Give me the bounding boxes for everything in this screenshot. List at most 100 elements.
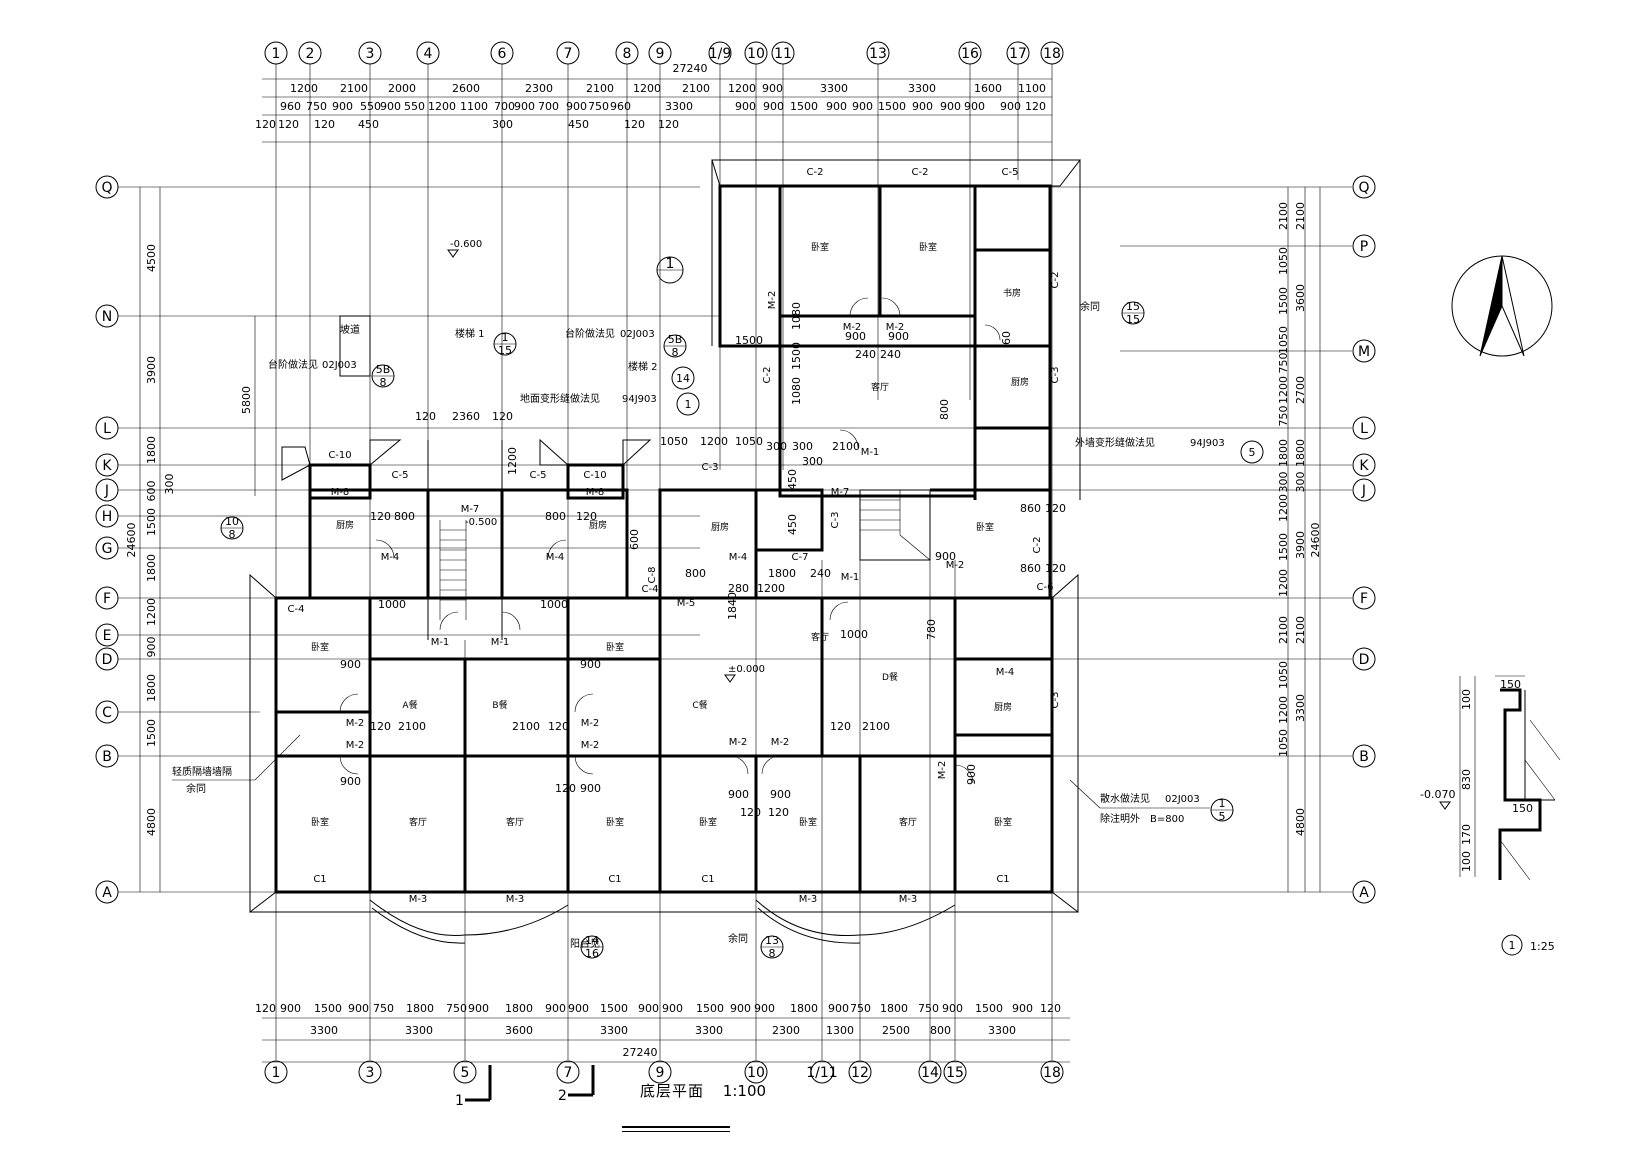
dim: 1200 <box>700 435 728 448</box>
top-dim: 1200 <box>728 82 756 95</box>
axis-label: D <box>102 652 113 668</box>
top-dim: 1100 <box>1018 82 1046 95</box>
bottom-dim: 900 <box>942 1002 963 1015</box>
top-dim: 550 <box>404 100 425 113</box>
dim: 2360 <box>452 410 480 423</box>
door-tag: M-2 <box>581 740 600 751</box>
axis-label: 13 <box>869 46 887 62</box>
dim: 1500 <box>735 334 763 347</box>
top-dim: 3300 <box>665 100 693 113</box>
right-dim: 1050 <box>1277 247 1290 275</box>
window-tag: C-2 <box>912 167 929 178</box>
top-dim: 700 <box>538 100 559 113</box>
room-bedroom: 卧室 <box>311 641 329 653</box>
detail-dim: 830 <box>1460 769 1473 790</box>
stair-1 <box>439 520 467 620</box>
dim: 120 <box>492 410 513 423</box>
top-dim: 900 <box>826 100 847 113</box>
top-dim: 2000 <box>388 82 416 95</box>
ref-num: 1 <box>685 398 692 411</box>
dim: 1000 <box>540 598 568 611</box>
room-bedroom: 卧室 <box>811 241 829 253</box>
window-tag: C-2 <box>762 367 773 384</box>
detail-dim: 100 <box>1460 851 1473 872</box>
dim: 1080 <box>790 302 803 330</box>
top-dim: 1500 <box>878 100 906 113</box>
dim: 60 <box>1000 331 1013 345</box>
door-tag: M-2 <box>581 718 600 729</box>
window-tag: C-3 <box>1050 367 1061 384</box>
top-dim: 3300 <box>820 82 848 95</box>
note-rest: 余同 <box>186 782 206 795</box>
dim: 2100 <box>398 720 426 733</box>
dim: 2100 <box>832 440 860 453</box>
right-dim: 3600 <box>1294 284 1307 312</box>
window-tag: C-2 <box>1050 272 1061 289</box>
room-bedroom: 卧室 <box>311 816 329 828</box>
note-steps-code: 02J003 <box>620 329 655 340</box>
note-rest: 余同 <box>728 932 748 945</box>
axis-label: A <box>1359 885 1369 901</box>
axis-label: A <box>102 885 112 901</box>
door-tag: M-7 <box>831 487 850 498</box>
window-tag: C-4 <box>642 584 659 595</box>
door-tag: M-2 <box>946 560 965 571</box>
bottom-dim: 750 <box>446 1002 467 1015</box>
note-steps-code: 02J003 <box>322 360 357 371</box>
ref-num: 14 <box>676 372 690 385</box>
annotations: 坡道 台阶做法见 02J003 楼梯 1 台阶做法见 02J003 楼梯 2 地… <box>172 300 1225 950</box>
detail-scale: 1:25 <box>1530 940 1555 953</box>
top-dim: 900 <box>380 100 401 113</box>
dim: 1200 <box>506 447 519 475</box>
door-tag: M-3 <box>506 894 525 905</box>
bottom-dim: 1800 <box>505 1002 533 1015</box>
left-dim: 1500 <box>145 719 158 747</box>
door-tag: M-3 <box>799 894 818 905</box>
left-dim: 600 <box>145 481 158 502</box>
right-dim: 2700 <box>1294 376 1307 404</box>
dim: 2100 <box>862 720 890 733</box>
door-tag: M-4 <box>729 552 748 563</box>
drawing-title-scale: 1:100 <box>722 1082 767 1100</box>
axis-label: M <box>1358 344 1370 360</box>
note-joint-code: 94J903 <box>622 394 657 405</box>
dim: 900 <box>965 764 978 785</box>
dim: 1000 <box>840 628 868 641</box>
top-dim: 750 <box>588 100 609 113</box>
top-dim: 1200 <box>290 82 318 95</box>
bottom-dim: 3300 <box>695 1024 723 1037</box>
door-tag: M-7 <box>461 504 480 515</box>
horizontal-axis-lines <box>118 186 1352 893</box>
axis-label: F <box>1360 591 1368 607</box>
axis-label: 6 <box>498 46 507 62</box>
right-axis-bubbles: Q P M L K J F D B A <box>1352 175 1376 904</box>
axis-label: 1/9 <box>709 46 732 62</box>
axis-label: L <box>1360 421 1368 437</box>
right-dim: 3300 <box>1294 694 1307 722</box>
bottom-total-dim: 27240 <box>623 1046 658 1059</box>
right-total-dim: 24600 <box>1309 523 1322 558</box>
dim: 1800 <box>768 567 796 580</box>
left-dim: 1800 <box>145 674 158 702</box>
note-drain: 除注明外 <box>1100 812 1140 825</box>
window-tag: C1 <box>996 874 1009 885</box>
axis-label: 9 <box>656 46 665 62</box>
right-dim: 1200 <box>1277 494 1290 522</box>
dim: 900 <box>935 550 956 563</box>
axis-label: 14 <box>921 1065 939 1081</box>
window-tag: C-2 <box>1032 537 1043 554</box>
axis-label: N <box>102 309 112 325</box>
room-bedroom: 卧室 <box>919 241 937 253</box>
door-window-tags: C-2 C-2 C-5 M-2 M-2 M-2 C-2 C-3 C-2 M-1 … <box>288 167 1061 905</box>
top-dim: 900 <box>912 100 933 113</box>
axis-label: D <box>1359 652 1370 668</box>
left-dim: 1200 <box>145 598 158 626</box>
bottom-dim: 900 <box>754 1002 775 1015</box>
ref-num: 15 <box>1126 300 1140 313</box>
bottom-dim: 3600 <box>505 1024 533 1037</box>
top-axis-bubbles: 1 2 3 4 6 7 8 9 1/9 10 11 13 16 17 18 <box>264 41 1064 65</box>
top-dim: 120 <box>255 118 276 131</box>
dim: 240 <box>810 567 831 580</box>
ref-num: 5 <box>1249 446 1256 459</box>
